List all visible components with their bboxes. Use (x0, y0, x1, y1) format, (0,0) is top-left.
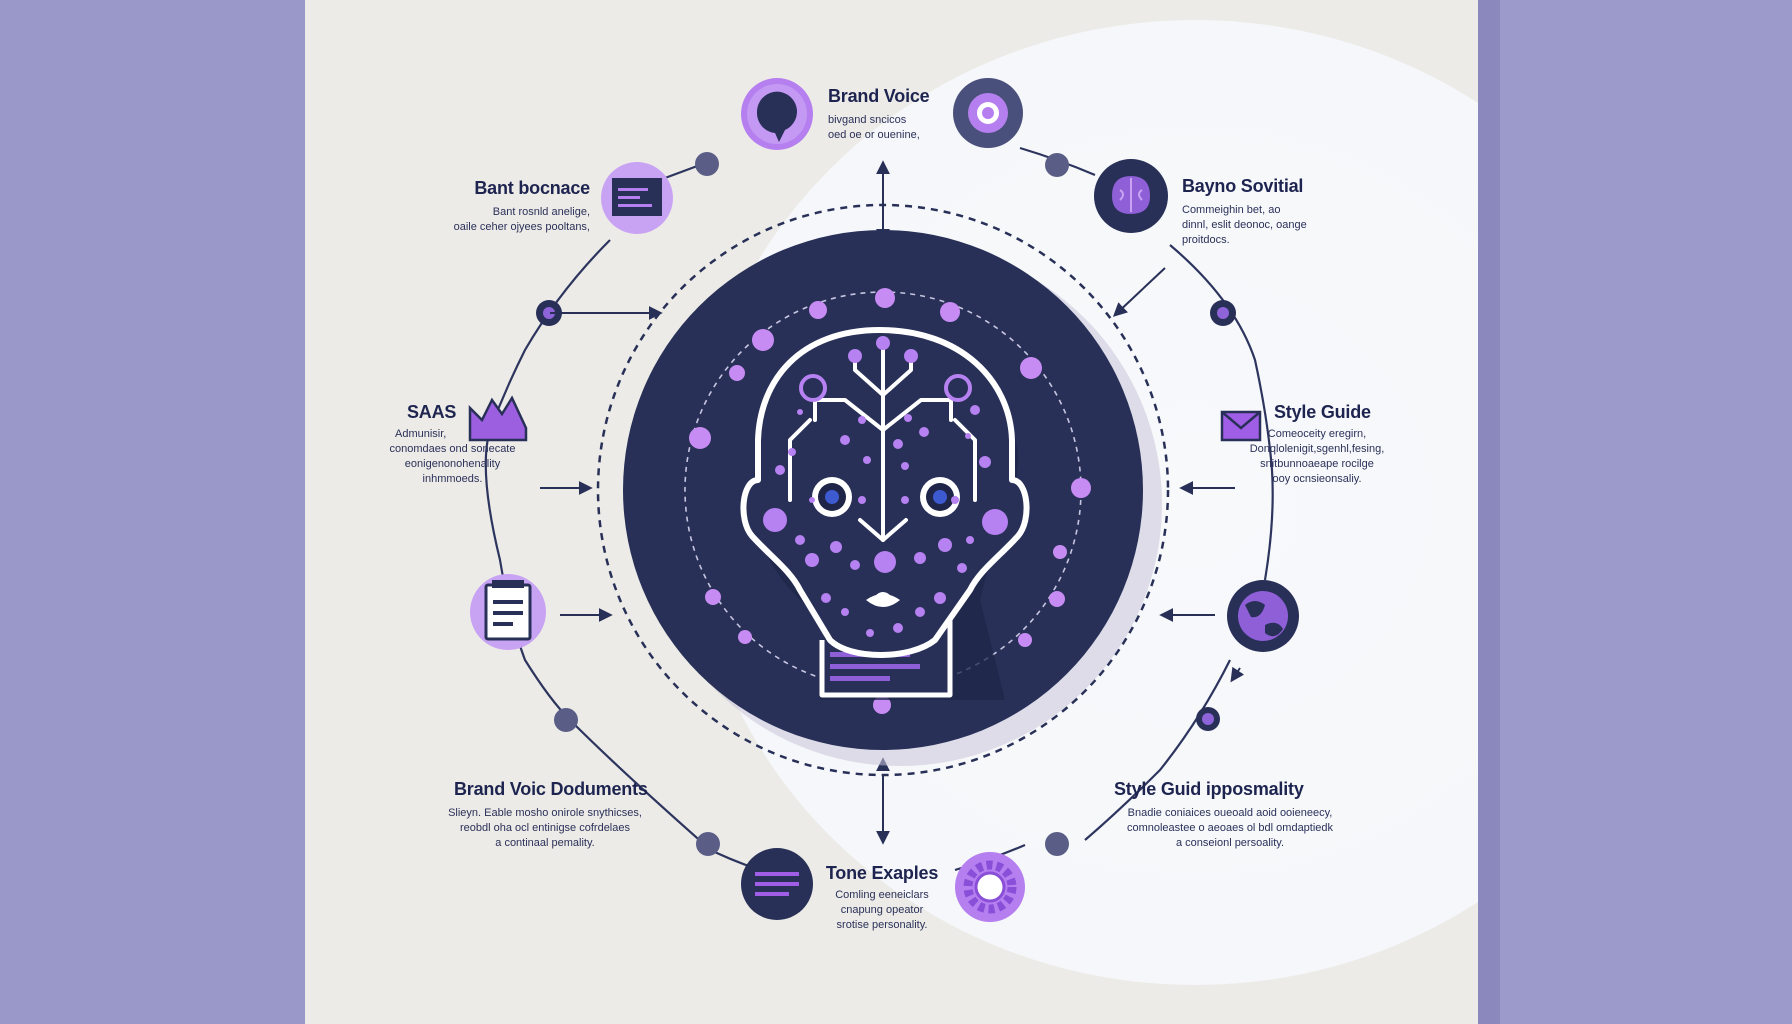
factory-icon (468, 395, 528, 442)
right-backdrop (1478, 0, 1792, 1024)
node-brand-voic-documents: Brand Voic Doduments Slieyn. Eable mosho… (420, 779, 670, 851)
node-style-guid-ipp: Style Guid ipposmality Bnadie coniaices … (1100, 779, 1360, 851)
node-saas: SAAS Admunisir, conomdaes ond sonecate e… (365, 402, 540, 487)
brain-icon (1094, 159, 1168, 233)
node-desc-line: Bant rosnld anelige, (492, 206, 590, 218)
node-desc-line: oaile ceher ojyees pooltans, (453, 221, 590, 233)
node-desc-line: Slieyn. Eable mosho onirole snythicses, (448, 807, 642, 819)
node-desc-line: Admunisir, (395, 428, 447, 440)
node-bayno: Bayno Sovitial Commeighin bet, ao dinnl,… (1182, 176, 1307, 248)
node-desc-line: oed oe or ouenine, (828, 129, 920, 141)
node-title: Brand Voice (828, 86, 930, 106)
document-icon (470, 574, 546, 650)
gear-icon (955, 852, 1025, 922)
node-desc-line: comnoleastee o aeoaes ol bdl omdaptiedk (1126, 822, 1334, 834)
connector-dot (1045, 832, 1069, 856)
node-desc-line: ooy ocnsieonsaliy. (1272, 473, 1362, 485)
node-tone-examples: Tone Exaples Comling eeneiclars cnapung … (812, 863, 952, 933)
globe-icon (1227, 580, 1299, 652)
node-desc-line: bivgand sncicos (828, 114, 907, 126)
node-desc-line: proitdocs. (1182, 234, 1230, 246)
node-desc-line: Donqlolenigit,sgenhl,fesing, (1249, 443, 1385, 455)
chat-bubble-icon (741, 78, 813, 150)
node-desc-line: Comling eeneiclars (835, 889, 929, 901)
list-icon (741, 848, 813, 920)
arrows (540, 160, 1245, 845)
node-desc-line: dinnl, eslit deonoc, oange (1182, 219, 1307, 231)
dashed-ring (596, 203, 1170, 777)
target-icon (953, 78, 1023, 148)
node-title: Tone Exaples (825, 863, 939, 883)
connector-dot (1045, 153, 1069, 177)
node-bant: Bant bocnace Bant rosnld anelige, oaile … (400, 178, 591, 235)
node-desc-line: Comeoceity eregirn, (1267, 428, 1367, 440)
node-style-guide: Style Guide Comeoceity eregirn, Donqlole… (1212, 402, 1422, 487)
orbit-dots (689, 288, 1091, 714)
connector-dot (554, 708, 578, 732)
connector-dot (695, 152, 719, 176)
node-title: Style Guid ipposmality (1114, 779, 1304, 799)
node-title: SAAS (407, 402, 457, 422)
node-brand-voice: Brand Voice bivgand sncicos oed oe or ou… (828, 86, 930, 143)
node-desc-line: cnapung opeator (840, 904, 924, 916)
node-desc-line: snitbunnoaeape rocilge (1260, 458, 1374, 470)
node-desc-line: a continaal pemality. (495, 837, 595, 849)
node-desc-line: a conseionl persoality. (1175, 837, 1285, 849)
node-desc-line: Bnadie coniaices oueoald aoid ooieneecy, (1127, 807, 1333, 819)
node-title: Style Guide (1274, 402, 1371, 422)
envelope-icon (1220, 410, 1262, 442)
node-desc-line: eonigenonohenality (404, 458, 501, 470)
node-desc-line: reobdl oha ocl entinigse cofrdelaes (459, 822, 630, 834)
node-desc-line: conomdaes ond sonecate (389, 443, 516, 455)
node-desc-line: srotise personality. (836, 919, 928, 931)
left-backdrop (0, 0, 305, 1024)
node-title: Bayno Sovitial (1182, 176, 1304, 196)
node-title: Bant bocnace (474, 178, 590, 198)
node-desc-line: inhmmoeds. (422, 473, 483, 485)
ai-head-icon (740, 327, 1030, 700)
node-title: Brand Voic Doduments (454, 779, 648, 799)
connector-dot (696, 832, 720, 856)
node-desc-line: Commeighin bet, ao (1182, 204, 1281, 216)
browser-window-icon (601, 162, 673, 234)
connector-dots (536, 152, 1236, 856)
